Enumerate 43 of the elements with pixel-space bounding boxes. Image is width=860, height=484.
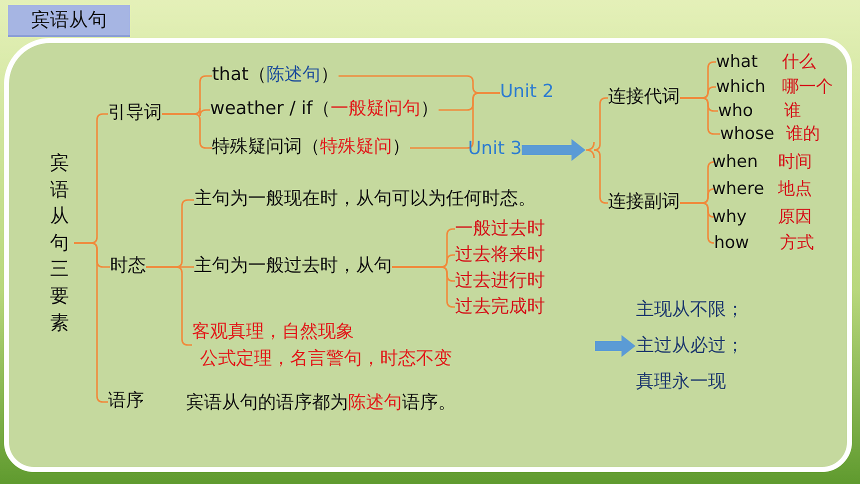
meaning-text: 时间 <box>778 151 812 174</box>
conjunction-word: who <box>718 100 754 123</box>
rule-text: 主句为一般过去时，从句 <box>194 253 392 281</box>
rule-text: 公式定理，名言警句，时态不变 <box>199 347 453 371</box>
mnemonic-line: 主过从必过； <box>636 334 745 358</box>
conjunction-word: why <box>712 206 748 229</box>
block-arrow <box>595 335 636 357</box>
category-label: 连接代词 <box>608 84 680 112</box>
brace-line <box>410 92 500 149</box>
meaning-text: 什么 <box>782 51 816 74</box>
item-text: 特殊疑问词（特殊疑问） <box>212 134 410 162</box>
mnemonic-line: 真理永一现 <box>636 370 727 394</box>
conjunction-word: when <box>712 151 759 174</box>
meaning-text: 地点 <box>778 178 812 201</box>
meaning-text: 原因 <box>778 206 812 229</box>
meaning-text: 谁的 <box>786 123 820 146</box>
conjunction-word: how <box>714 232 750 255</box>
tense-label: 过去将来时 <box>455 242 545 268</box>
branch-label: 引导词 <box>108 100 162 128</box>
conjunction-word: which <box>716 76 767 99</box>
unit-label: Unit 2 <box>500 79 554 107</box>
branch-label: 时态 <box>110 253 146 281</box>
meaning-text: 谁 <box>784 100 801 123</box>
unit-label: Unit 3 <box>468 136 522 164</box>
conjunction-word: whose <box>720 123 776 146</box>
block-arrow <box>522 139 586 161</box>
tense-label: 一般过去时 <box>455 216 545 242</box>
meaning-text: 方式 <box>780 232 814 255</box>
conjunction-word: what <box>716 51 759 74</box>
rule-text: 主句为一般现在时，从句可以为任何时态。 <box>194 186 536 214</box>
meaning-text: 哪一个 <box>782 76 833 99</box>
tense-label: 过去进行时 <box>455 268 545 294</box>
tense-label: 过去完成时 <box>455 294 545 320</box>
title-banner: 宾语从句 <box>8 5 130 37</box>
branch-label: 语序 <box>108 388 144 416</box>
mnemonic-line: 主现从不限； <box>636 298 745 322</box>
conjunction-word: where <box>712 178 766 201</box>
item-text: that（陈述句） <box>212 62 339 90</box>
category-label: 连接副词 <box>608 189 680 217</box>
rule-text: 客观真理，自然现象 <box>192 320 355 344</box>
topic-label: 宾语从句三要素 <box>50 150 74 336</box>
item-text: weather / if（一般疑问句） <box>210 96 439 124</box>
rule-text: 宾语从句的语序都为陈述句语序。 <box>186 390 456 418</box>
